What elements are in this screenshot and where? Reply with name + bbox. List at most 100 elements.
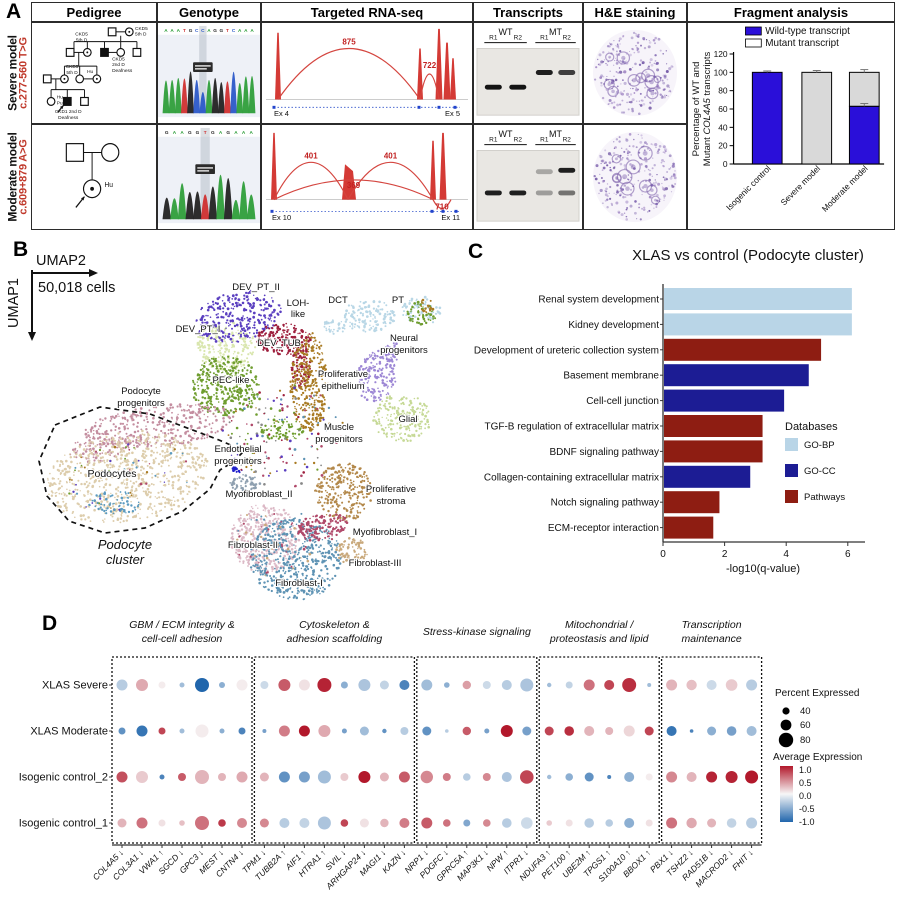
svg-text:G: G (226, 130, 230, 135)
svg-text:A: A (207, 28, 211, 33)
svg-text:80: 80 (718, 86, 728, 96)
svg-text:C: C (201, 28, 205, 33)
svg-text:Ex 5: Ex 5 (445, 109, 460, 118)
svg-text:G: G (188, 130, 192, 135)
svg-text:Hu: Hu (57, 94, 63, 100)
svg-text:5th D: 5th D (135, 32, 147, 38)
svg-text:60: 60 (718, 104, 728, 114)
svg-text:G: G (196, 130, 200, 135)
col-header-pedigree: Pedigree (31, 2, 157, 22)
he-staining-severe (593, 29, 677, 117)
svg-text:R1: R1 (540, 137, 549, 144)
svg-text:CKD5: CKD5 (112, 56, 125, 62)
svg-text:Deafness: Deafness (112, 68, 133, 74)
svg-text:MT: MT (549, 129, 563, 139)
svg-text:T: T (183, 28, 186, 33)
rnaseq-severe-cell: 875 722 Ex 4 Ex 5 (261, 22, 473, 124)
svg-text:401: 401 (304, 151, 318, 160)
svg-text:Mutant transcript: Mutant transcript (765, 38, 839, 49)
svg-text:100: 100 (714, 67, 728, 77)
pedigree-moderate-diagram: Hu (65, 143, 120, 208)
svg-text:A: A (173, 130, 177, 135)
svg-text:Wild-type transcript: Wild-type transcript (765, 26, 850, 37)
svg-text:Hu: Hu (87, 69, 93, 75)
svg-text:A: A (180, 130, 184, 135)
panel-a-label: A (6, 0, 22, 23)
svg-text:A: A (250, 28, 254, 33)
col-header-he: H&E staining (583, 2, 687, 22)
svg-text:G: G (213, 28, 217, 33)
svg-text:710: 710 (435, 202, 449, 211)
svg-text:CKD5: CKD5 (75, 32, 88, 38)
svg-text:MT: MT (549, 27, 563, 37)
svg-text:20: 20 (718, 141, 728, 151)
svg-text:Isogenic control: Isogenic control (724, 163, 773, 212)
svg-text:G: G (165, 130, 169, 135)
svg-text:R2: R2 (563, 137, 572, 144)
svg-text:T: T (204, 130, 207, 135)
svg-text:CKD5: CKD5 (66, 64, 79, 70)
podocyte-cluster-outline (38, 406, 243, 534)
svg-text:R2: R2 (514, 35, 523, 42)
svg-text:R2: R2 (563, 35, 572, 42)
panel-c-label: C (468, 240, 484, 263)
he-severe-cell (583, 22, 687, 124)
svg-text:Ex 4: Ex 4 (274, 109, 289, 118)
svg-text:A: A (250, 130, 254, 135)
svg-text:369: 369 (347, 181, 361, 190)
svg-text:CKD1 2nd D: CKD1 2nd D (55, 109, 82, 115)
svg-text:Ex 10: Ex 10 (272, 213, 291, 222)
svg-text:Severe model: Severe model (778, 163, 822, 207)
svg-text:A: A (177, 28, 181, 33)
svg-text:R1: R1 (489, 35, 498, 42)
svg-text:40: 40 (718, 122, 728, 132)
svg-text:G: G (189, 28, 193, 33)
umap-points (47, 289, 442, 601)
svg-text:0: 0 (723, 159, 728, 169)
svg-text:5th D: 5th D (66, 70, 78, 76)
svg-text:A: A (238, 28, 242, 33)
svg-text:R1: R1 (540, 35, 549, 42)
svg-text:G: G (211, 130, 215, 135)
svg-text:A: A (242, 130, 246, 135)
svg-text:Deafness: Deafness (58, 115, 79, 121)
he-moderate-cell (583, 124, 687, 230)
svg-text:R2: R2 (514, 137, 523, 144)
svg-text:A: A (244, 28, 248, 33)
pathway-enrichment-chart: XLAS vs control (Podocyte cluster)Renal … (474, 247, 865, 575)
svg-text:A: A (170, 28, 174, 33)
svg-text:G: G (219, 28, 223, 33)
col-header-genotype: Genotype (157, 2, 261, 22)
svg-text:875: 875 (342, 38, 356, 47)
svg-text:A: A (219, 130, 223, 135)
svg-text:Mutant COL4A5 transcripts: Mutant COL4A5 transcripts (702, 52, 713, 167)
svg-text:R1: R1 (489, 137, 498, 144)
sashimi-severe: 875 722 Ex 4 Ex 5 (266, 28, 468, 118)
col-header-transcripts: Transcripts (473, 2, 583, 22)
svg-text:2nd D: 2nd D (112, 62, 125, 68)
svg-text:722: 722 (423, 61, 437, 70)
svg-text:Moderate model: Moderate model (820, 163, 870, 214)
svg-text:C: C (232, 28, 236, 33)
svg-text:WT: WT (499, 27, 514, 37)
svg-text:Percentage of WT and: Percentage of WT and (691, 62, 702, 157)
col-header-fragment: Fragment analysis (687, 2, 895, 22)
moderate-mutation: c.609+879 A>G (17, 139, 30, 215)
